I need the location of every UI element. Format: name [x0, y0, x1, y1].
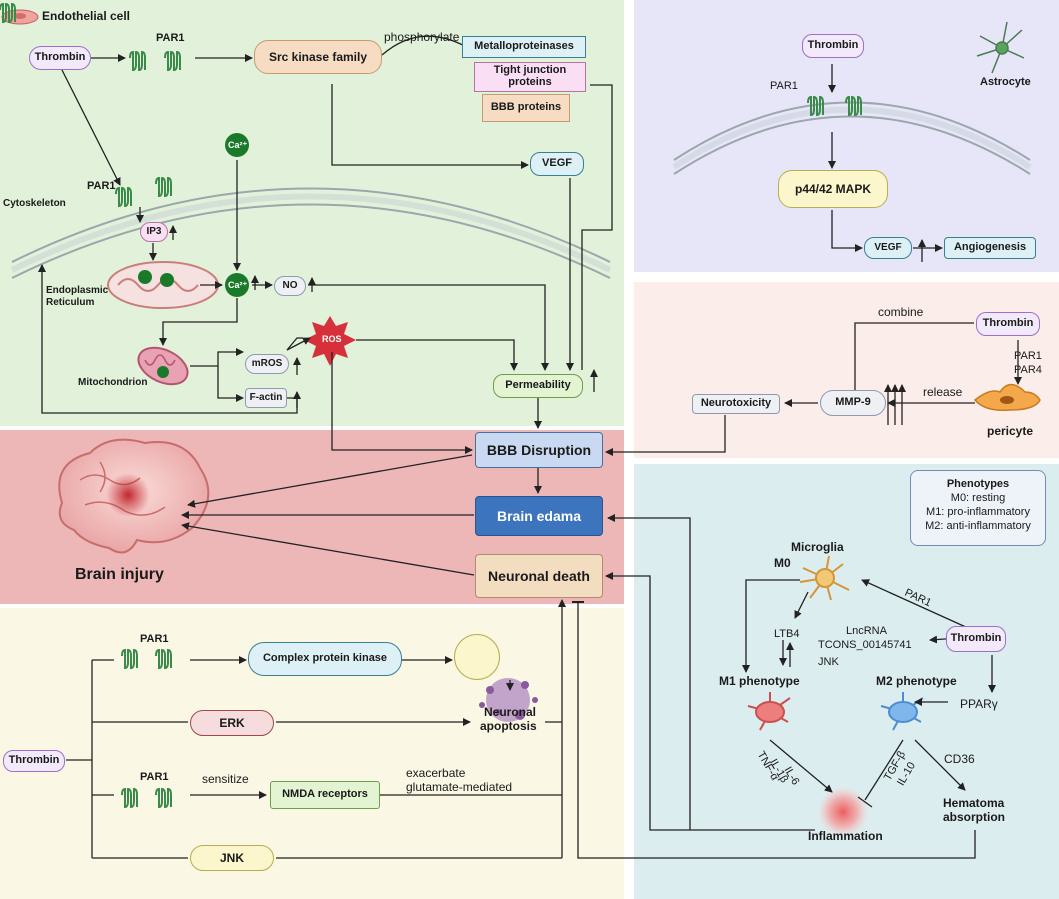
endothelial-cell-icon — [1, 9, 39, 25]
nmda-box: NMDA receptors — [270, 781, 380, 809]
microglia-icon — [799, 555, 850, 601]
src-kinase-box: Src kinase family — [254, 40, 382, 74]
par1-label-astro: PAR1 — [770, 80, 798, 92]
release-label: release — [923, 385, 963, 399]
m2-phenotype-label: M2 phenotype — [876, 674, 957, 688]
par1-neuron-label-1: PAR1 — [140, 633, 169, 645]
phenotypes-legend: Phenotypes M0: resting M1: pro-inflammat… — [910, 470, 1046, 546]
ros-burst-icon — [304, 316, 356, 366]
angiogenesis-box: Angiogenesis — [944, 237, 1036, 259]
vegf-box-endothelial: VEGF — [530, 152, 584, 176]
par1-neuron-label-2: PAR1 — [140, 771, 169, 783]
m0-label: M0 — [774, 556, 791, 570]
thrombin-box-pericyte: Thrombin — [976, 312, 1040, 336]
mitochondrion-label: Mitochondrion — [78, 377, 148, 388]
pericyte-icon — [973, 383, 1041, 412]
er-icon — [107, 261, 219, 309]
astrocyte-label: Astrocyte — [980, 76, 1031, 88]
phenotypes-title: Phenotypes — [946, 478, 1010, 490]
exacerbate-label-2: glutamate-mediated — [406, 780, 513, 794]
par1-label-1: PAR1 — [156, 32, 185, 44]
mros-box: mROS — [245, 354, 289, 374]
complex-kinase-box: Complex protein kinase — [248, 642, 402, 676]
receptor-icon — [0, 2, 16, 24]
phosphorylate-label: phosphorylate — [384, 30, 460, 44]
rhoa-box — [454, 634, 500, 680]
erk-box: ERK — [190, 710, 274, 736]
cd36-label: CD36 — [944, 752, 975, 766]
thrombin-box-endothelial: Thrombin — [29, 46, 91, 70]
no-box: NO — [274, 276, 306, 296]
par4-pericyte-label: PAR4 — [1014, 364, 1042, 376]
phenotype-m2: M2: anti-inflammatory — [925, 520, 1031, 532]
bbb-disruption-box: BBB Disruption — [475, 432, 603, 468]
jnk-box: JNK — [190, 845, 274, 871]
brain-injury-label: Brain injury — [75, 566, 164, 583]
neuronal-apoptosis-label-2: apoptosis — [480, 719, 537, 733]
cytoskeleton-label: Cytoskeleton — [3, 198, 66, 209]
mmp9-box: MMP-9 — [820, 390, 886, 416]
ros-label: ROS — [322, 334, 342, 344]
pericyte-panel — [634, 282, 1059, 458]
exacerbate-label-1: exacerbate — [406, 766, 466, 780]
ca-label-2: Ca²⁺ — [228, 280, 248, 290]
m1-phenotype-label: M1 phenotype — [719, 674, 800, 688]
brain-icon — [58, 438, 210, 554]
ppar-label: PPARγ — [960, 697, 998, 711]
inflammation-label: Inflammation — [808, 829, 883, 843]
brain-edema-box: Brain edama — [475, 496, 603, 536]
thrombin-box-microglia: Thrombin — [946, 626, 1006, 652]
jnk-microglia-label: JNK — [818, 656, 839, 668]
lncrna-label-2: TCONS_00145741 — [818, 639, 912, 651]
combine-label: combine — [878, 305, 924, 319]
bbb-proteins-box: BBB proteins — [482, 94, 570, 122]
sensitize-label: sensitize — [202, 772, 249, 786]
p44-mapk-box: p44/42 MAPK — [778, 170, 888, 208]
ltb4-label: LTB4 — [774, 628, 800, 640]
thrombin-box-astro: Thrombin — [802, 34, 864, 58]
er-label-2: Reticulum — [46, 297, 95, 308]
par1-pericyte-label: PAR1 — [1014, 350, 1042, 362]
astrocyte-icon — [976, 21, 1025, 74]
ca-label-1: Ca²⁺ — [228, 140, 248, 150]
permeability-box: Permeability — [493, 374, 583, 398]
pericyte-label: pericyte — [987, 424, 1034, 438]
thrombin-box-neuron: Thrombin — [3, 750, 65, 772]
f-actin-box: F-actin — [245, 388, 287, 408]
endothelial-cell-label: Endothelial cell — [42, 9, 131, 23]
par1-label-2: PAR1 — [87, 180, 116, 192]
neuronal-apoptosis-label-1: Neuronal — [484, 705, 537, 719]
mitochondrion-icon — [137, 346, 189, 386]
phenotype-m1: M1: pro-inflammatory — [926, 506, 1030, 518]
er-label-1: Endoplasmic — [46, 285, 109, 296]
ip3-box: IP3 — [140, 222, 168, 242]
vegf-box-astro: VEGF — [864, 237, 912, 259]
lncrna-label-1: LncRNA — [846, 625, 887, 637]
neuron-apoptosis-icon — [479, 678, 538, 722]
hematoma-label-1: Hematoma — [943, 796, 1005, 810]
inflammation-icon — [817, 786, 869, 838]
neurotoxicity-box: Neurotoxicity — [692, 394, 780, 414]
phenotype-m0: M0: resting — [950, 492, 1006, 504]
tight-junction-box: Tight junction proteins — [474, 62, 586, 92]
hematoma-label-2: absorption — [943, 810, 1005, 824]
metalloproteinases-box: Metalloproteinases — [462, 36, 586, 58]
microglia-label: Microglia — [791, 540, 844, 554]
neuronal-death-box: Neuronal death — [475, 554, 603, 598]
